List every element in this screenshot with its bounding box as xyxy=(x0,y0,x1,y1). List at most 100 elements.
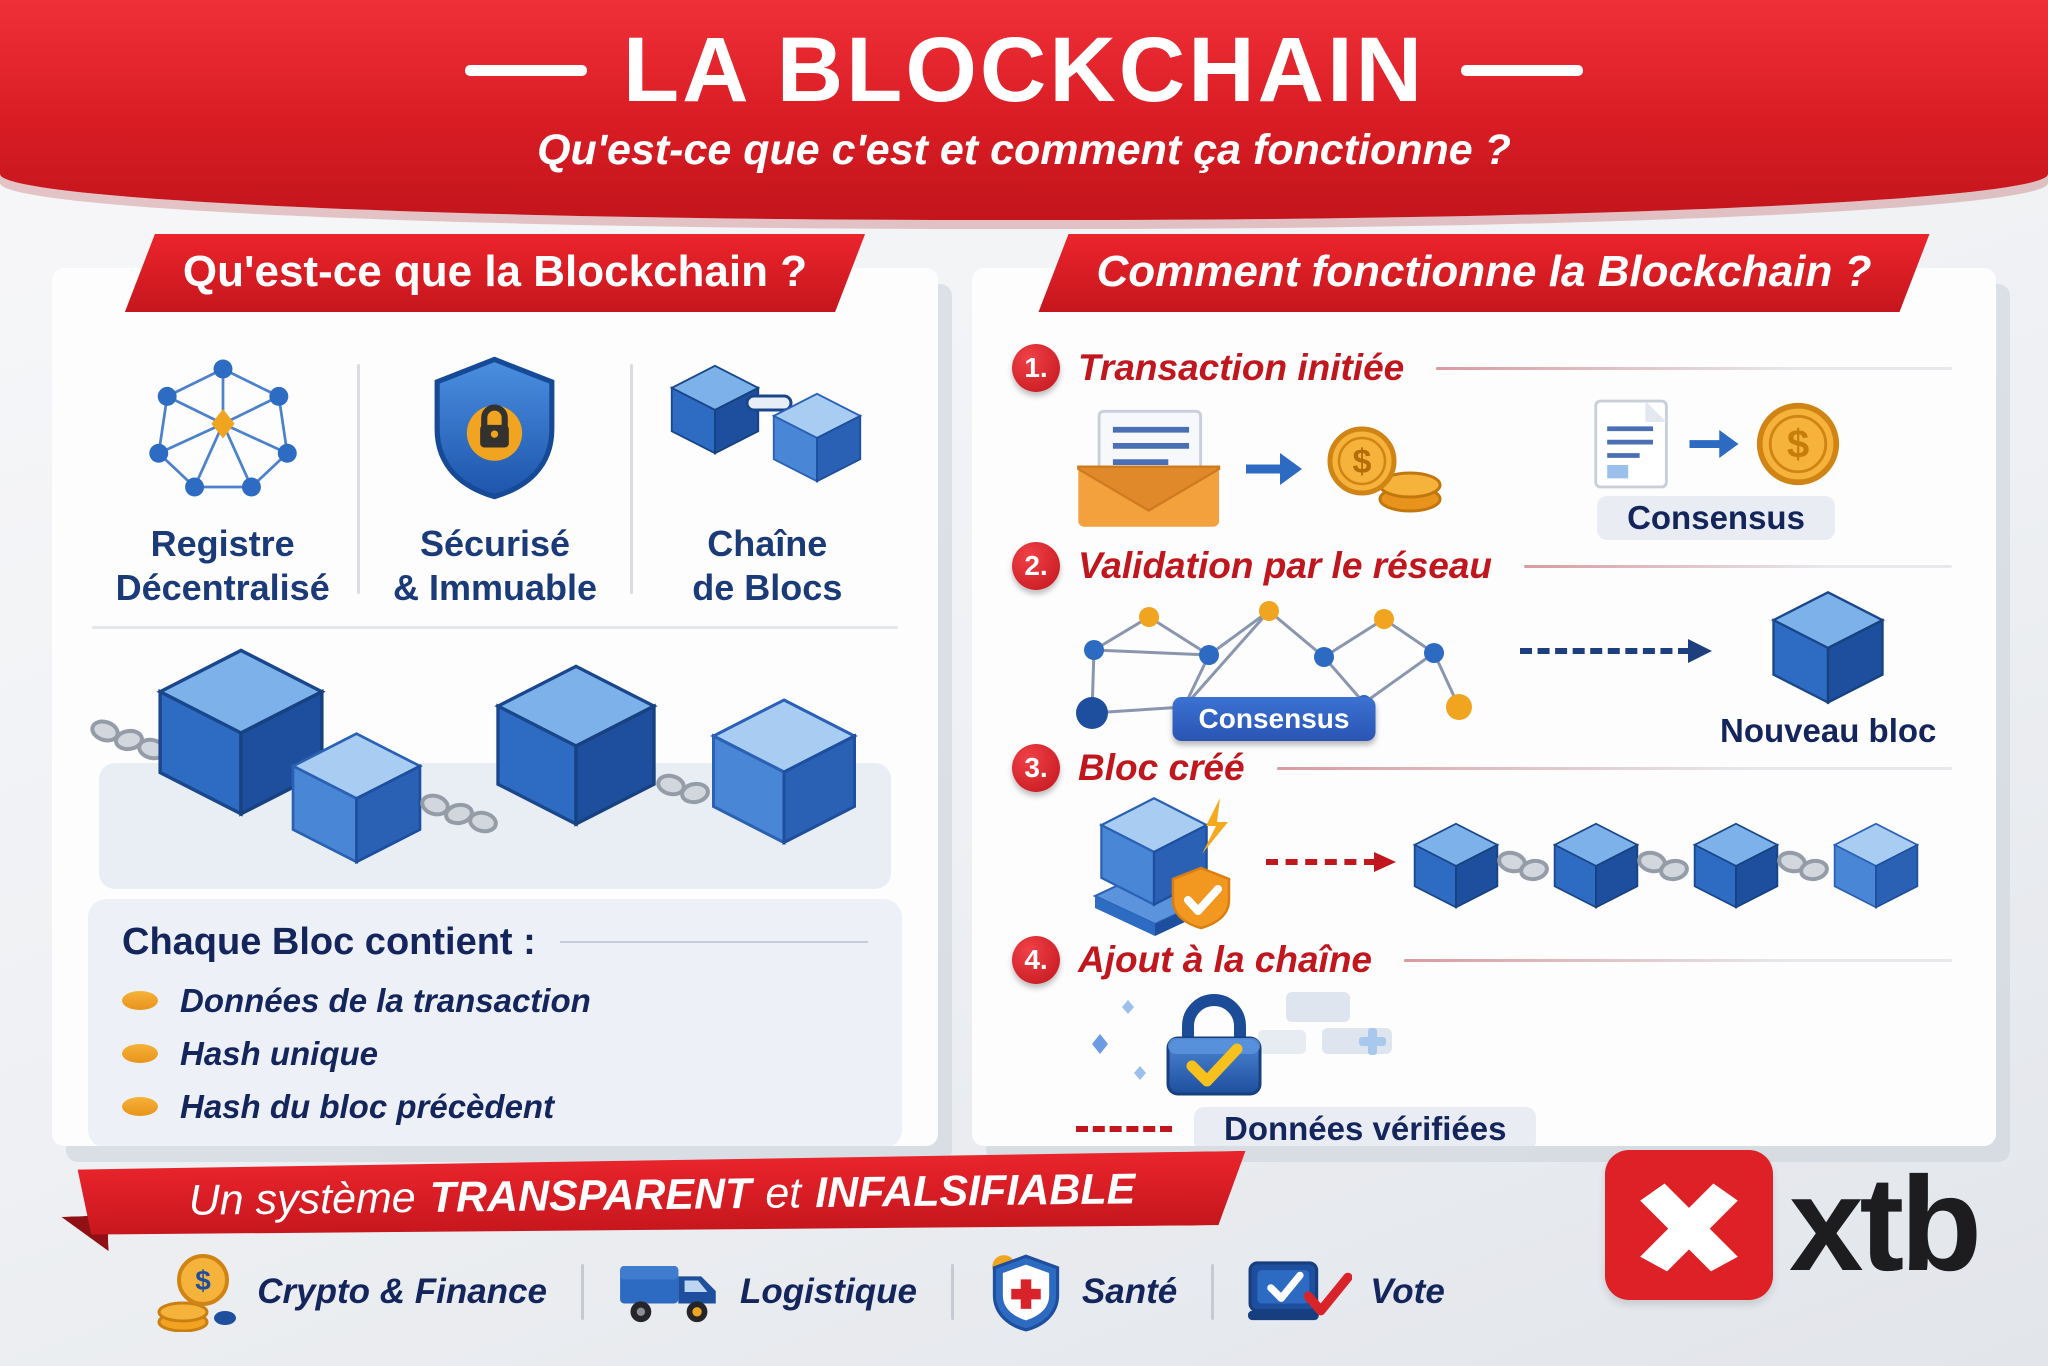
shield-lock-icon xyxy=(431,352,559,504)
dashed-arrow-icon xyxy=(1520,639,1712,663)
header-banner: LA BLOCKCHAIN Qu'est-ce que c'est et com… xyxy=(0,0,2048,220)
how-works-panel: Comment fonctionne la Blockchain ? 1. Tr… xyxy=(972,268,1996,1146)
step-label: Transaction initiée xyxy=(1078,347,1405,388)
xtb-wordmark: xtb xyxy=(1789,1150,1982,1299)
how-works-content: 1. Transaction initiée xyxy=(972,268,1996,1146)
consensus-network-label: Consensus xyxy=(1172,697,1376,741)
nouveau-bloc-label: Nouveau bloc xyxy=(1720,712,1937,749)
step-4-header: 4. Ajout à la chaîne xyxy=(1012,936,1952,984)
gold-coin-icon: $ xyxy=(1756,402,1840,486)
consensus-label: Consensus xyxy=(1597,496,1835,540)
coins-icon: $ xyxy=(157,1254,237,1332)
blockchain-chain-illustration xyxy=(89,648,891,889)
dashed-arrow-red-icon xyxy=(1266,852,1396,872)
ribbon-text-bold: INFALSIFIABLE xyxy=(814,1164,1136,1217)
block-content-title: Chaque Bloc contient : xyxy=(122,920,536,963)
arrow-right-icon xyxy=(1689,430,1739,458)
consensus-illustration: $ Consensus xyxy=(1590,398,1842,540)
divider xyxy=(1436,366,1952,370)
feature-divider xyxy=(629,364,633,594)
vote-icon xyxy=(1248,1261,1353,1321)
step-2-header: 2. Validation par le réseau xyxy=(1012,542,1952,590)
use-case-logistique: Logistique xyxy=(618,1257,917,1327)
step-number-badge: 4. xyxy=(1012,936,1060,984)
use-case-label: Crypto & Finance xyxy=(257,1272,547,1311)
use-case-crypto-finance: $ Crypto & Finance xyxy=(155,1252,547,1332)
step-label: Ajout à la chaîne xyxy=(1078,939,1373,980)
verified-lock-icon xyxy=(1092,992,1392,1096)
arrow-right-icon xyxy=(1246,453,1302,485)
block-cube-icon xyxy=(1772,591,1884,704)
what-is-title-banner: Qu'est-ce que la Blockchain ? xyxy=(125,234,865,312)
list-item-label: Hash du bloc précèdent xyxy=(180,1087,555,1125)
list-item-label: Hash unique xyxy=(180,1034,379,1072)
divider xyxy=(580,1264,584,1320)
coins-icon: $ xyxy=(1327,426,1442,513)
document-to-coin: $ xyxy=(1590,398,1842,490)
verified-block-icon xyxy=(1092,797,1231,936)
use-case-vote: Vote xyxy=(1248,1258,1445,1326)
use-cases-row: $ Crypto & Finance Logistique xyxy=(0,1252,1600,1332)
step-1-illustration: $ xyxy=(1012,392,1952,542)
donnees-verifiees-label: Données vérifiées xyxy=(1194,1107,1537,1146)
new-block: Nouveau bloc xyxy=(1720,588,1936,750)
transaction-illustration: $ xyxy=(1076,409,1448,529)
title-row: LA BLOCKCHAIN xyxy=(0,24,2048,116)
divider xyxy=(559,941,868,944)
list-item-label: Données de la transaction xyxy=(180,981,591,1019)
chain-of-blocks-icon xyxy=(1413,822,1919,909)
chained-blocks-icon xyxy=(667,352,867,504)
red-dashes-icon xyxy=(1076,1126,1172,1132)
step-3-header: 3. Bloc créé xyxy=(1012,744,1952,792)
block-content-box: Chaque Bloc contient : Données de la tra… xyxy=(88,898,902,1146)
what-is-panel: Qu'est-ce que la Blockchain ? xyxy=(52,268,938,1146)
verified-caption: Données vérifiées xyxy=(1076,1107,1952,1146)
features-row: Registre Décentralisé xyxy=(88,348,902,610)
document-icon xyxy=(1594,399,1668,489)
divider xyxy=(950,1264,954,1320)
use-case-label: Santé xyxy=(1081,1272,1178,1311)
step-label: Validation par le réseau xyxy=(1078,545,1493,586)
feature-label: Registre Décentralisé xyxy=(115,523,330,608)
ribbon-text: et xyxy=(765,1168,802,1218)
network-icon xyxy=(144,352,302,504)
svg-text:$: $ xyxy=(195,1265,211,1296)
validation-network: Consensus xyxy=(1064,595,1484,743)
step-1-header: 1. Transaction initiée xyxy=(1012,344,1952,392)
divider xyxy=(1211,1264,1215,1320)
envelope-document-icon xyxy=(1077,409,1221,527)
health-shield-icon xyxy=(992,1254,1060,1332)
feature-label: Chaîne de Blocs xyxy=(692,523,843,608)
ribbon-text-bold: TRANSPARENT xyxy=(429,1169,752,1222)
bullet-icon xyxy=(122,1097,158,1117)
truck-icon xyxy=(620,1266,716,1323)
main-panels: Qu'est-ce que la Blockchain ? xyxy=(52,268,1996,1146)
step-label: Bloc créé xyxy=(1078,747,1245,788)
step-3-illustration xyxy=(1012,796,1952,936)
step-2-illustration: Consensus Nouveau bloc xyxy=(1012,591,1952,749)
feature-chaine-de-blocs: Chaîne de Blocs xyxy=(633,348,902,610)
xtb-x-icon xyxy=(1605,1150,1773,1300)
list-item: Hash du bloc précèdent xyxy=(122,1088,868,1126)
use-case-sante: Santé xyxy=(988,1252,1177,1332)
what-is-content: Registre Décentralisé xyxy=(52,268,938,1146)
step-number-badge: 1. xyxy=(1012,344,1060,392)
list-item: Données de la transaction xyxy=(122,982,868,1020)
list-item: Hash unique xyxy=(122,1035,868,1073)
divider xyxy=(1404,958,1952,962)
divider xyxy=(92,625,898,629)
bullet-icon xyxy=(122,1044,158,1064)
feature-securise-immuable: Sécurisé & Immuable xyxy=(360,348,629,610)
use-case-label: Vote xyxy=(1370,1272,1445,1311)
block-content-header: Chaque Bloc contient : xyxy=(122,921,868,964)
svg-text:$: $ xyxy=(1353,443,1372,481)
feature-divider xyxy=(357,364,361,594)
bullet-icon xyxy=(122,991,158,1011)
ribbon-text: Un système xyxy=(188,1173,416,1225)
step-number-badge: 3. xyxy=(1012,744,1060,792)
step-4-illustration: Données vérifiées xyxy=(1012,988,1952,1146)
divider xyxy=(1276,766,1952,770)
use-case-label: Logistique xyxy=(739,1272,917,1311)
page-title: LA BLOCKCHAIN xyxy=(622,19,1426,121)
